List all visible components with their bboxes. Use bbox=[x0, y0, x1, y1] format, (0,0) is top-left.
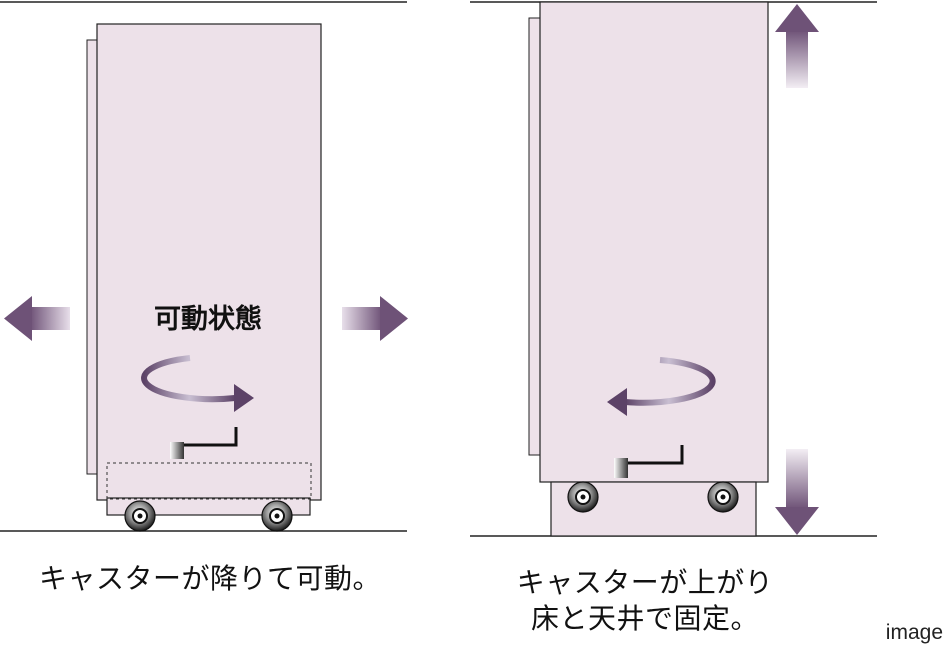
right-caster-wheel-rear bbox=[707, 481, 739, 513]
arrow-left-icon bbox=[4, 296, 70, 341]
right-lever-handle bbox=[614, 445, 684, 478]
arrow-up-icon bbox=[775, 4, 819, 88]
movable-state-label: 可動状態 bbox=[154, 304, 262, 335]
left-lever-handle bbox=[170, 427, 238, 459]
image-note: image bbox=[885, 621, 943, 644]
left-panel bbox=[0, 1, 408, 532]
right-cabinet-side-panel bbox=[528, 17, 542, 456]
left-rotation-arrow-icon bbox=[141, 355, 254, 412]
left-caster-wheel-rear bbox=[261, 500, 293, 532]
right-rotation-arrow-icon bbox=[607, 357, 716, 416]
right-cabinet-body bbox=[539, 1, 769, 483]
caption-right-line-2: 床と天井で固定。 bbox=[530, 602, 759, 635]
left-cabinet-body bbox=[96, 23, 322, 501]
caption-right-line-1: キャスターが上がり bbox=[516, 566, 774, 599]
caption-left: キャスターが降りて可動。 bbox=[38, 562, 381, 595]
right-caster-wheel-front bbox=[567, 481, 599, 513]
arrow-down-icon bbox=[775, 449, 819, 535]
left-caster-wheel-front bbox=[124, 500, 156, 532]
left-cabinet-base bbox=[106, 497, 311, 516]
right-panel bbox=[470, 1, 877, 537]
left-caster-housing-dashed bbox=[106, 462, 312, 500]
arrow-right-icon bbox=[342, 296, 408, 341]
